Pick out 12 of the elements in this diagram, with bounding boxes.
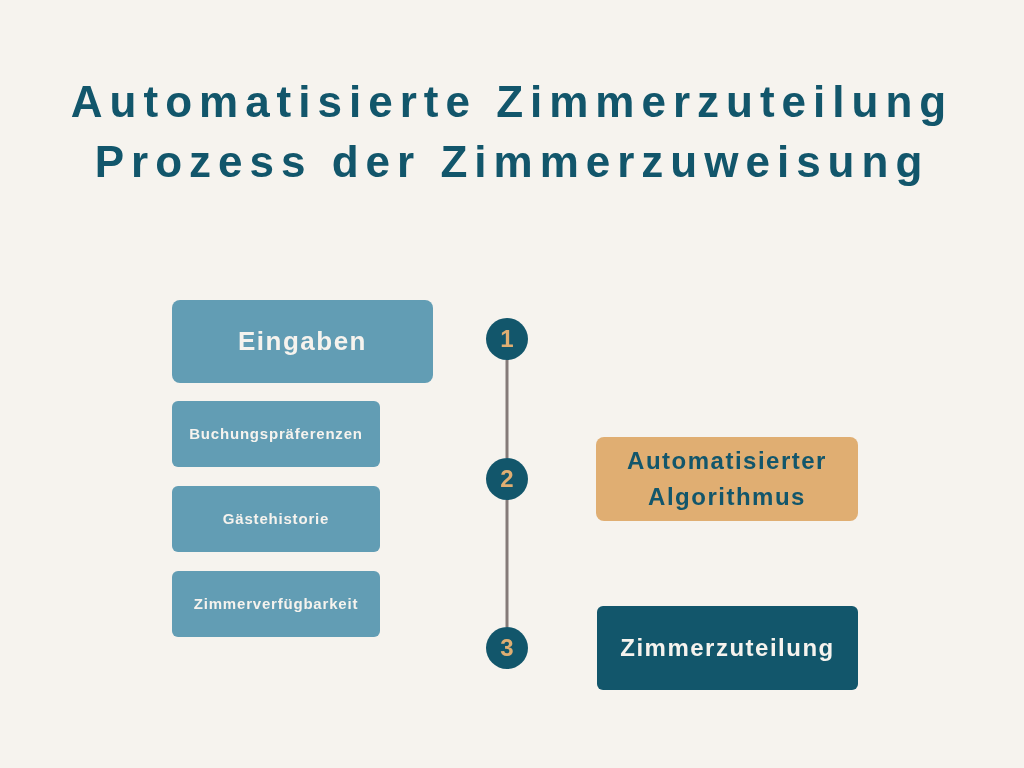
result-box: Zimmerzuteilung <box>597 606 858 690</box>
step-number-circle: 3 <box>486 627 528 669</box>
step-number-circle: 1 <box>486 318 528 360</box>
input-box: Zimmerverfügbarkeit <box>172 571 380 637</box>
input-box: Buchungspräferenzen <box>172 401 380 467</box>
algorithm-box: Automatisierter Algorithmus <box>596 437 858 521</box>
input-header-box: Eingaben <box>172 300 433 383</box>
step-number-circle: 2 <box>486 458 528 500</box>
connector-line <box>505 360 509 458</box>
title: Automatisierte Zimmerzuteilung Prozess der Zimmerzuweisung <box>69 76 955 188</box>
input-box: Gästehistorie <box>172 486 380 552</box>
connector-line <box>505 500 509 627</box>
